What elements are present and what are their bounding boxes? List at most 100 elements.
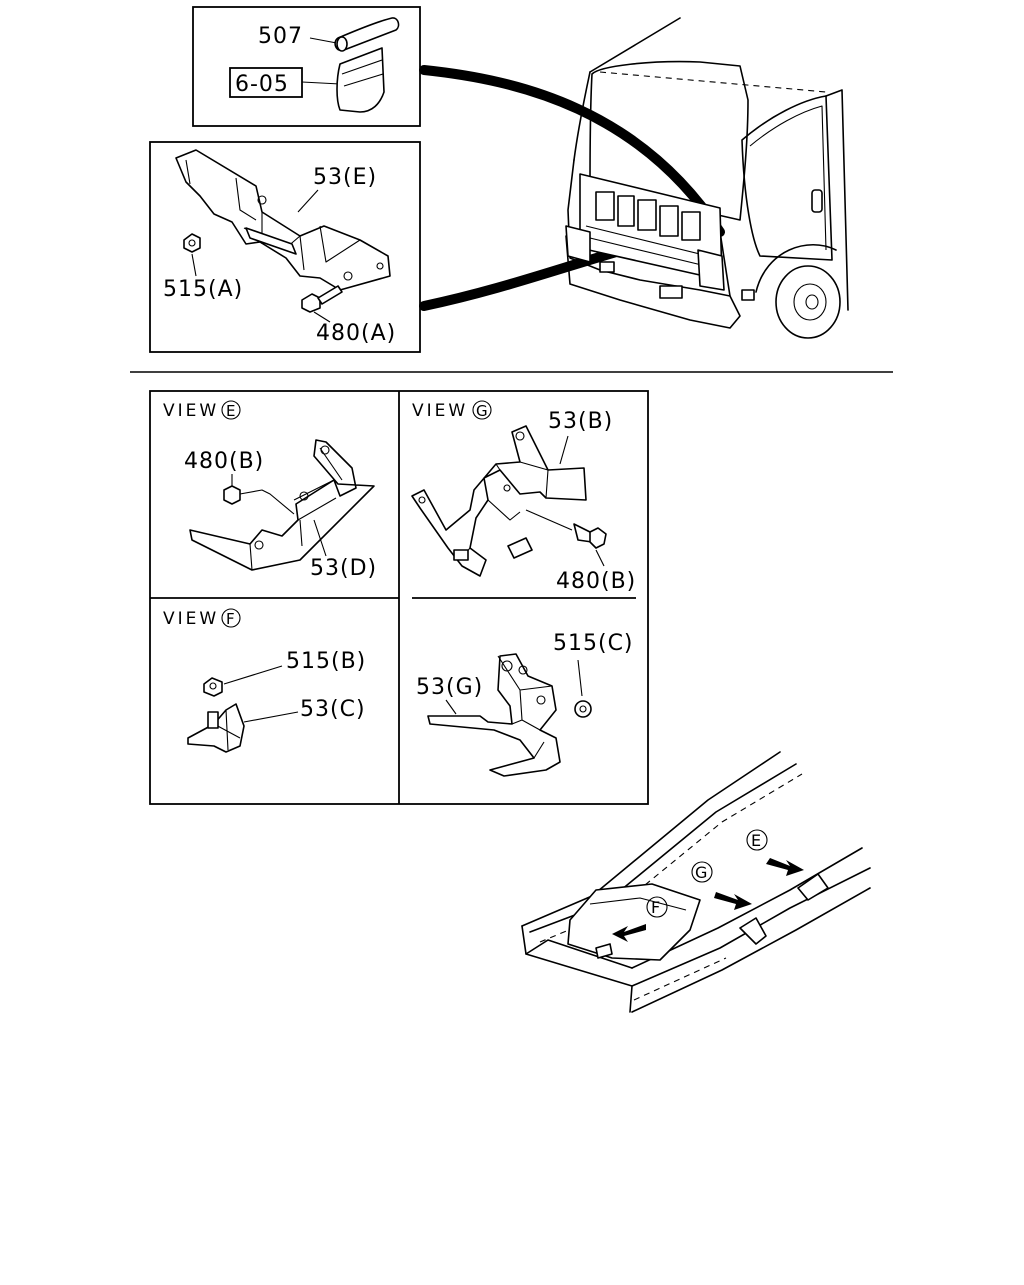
view-e-word: VIEW (163, 401, 219, 421)
inset-frame-bracket-e (149, 141, 421, 353)
frame-plate (567, 883, 701, 961)
nut-515b-hole (209, 682, 217, 690)
view-f-circle (221, 608, 241, 628)
callout-53b: 53(B) (548, 409, 613, 434)
frame-crossmember-top (525, 939, 633, 969)
callout-480a: 480(A) (316, 321, 396, 346)
bolt-480b-e-leader (239, 489, 295, 515)
bracket-53b-edges (459, 461, 549, 561)
front-wheel (775, 265, 841, 339)
view-g2-panel: 515(C) 53(G) (416, 631, 634, 777)
callout-480b-g: 480(B) (556, 569, 636, 594)
bracket-53d (189, 439, 375, 571)
lamp-small (599, 261, 615, 273)
callout-53g: 53(G) (416, 675, 483, 700)
stud-53b (507, 537, 533, 559)
frame-marker-g-circle (691, 861, 713, 883)
inset-box-hose: 507 6-05 (192, 6, 421, 127)
bracket-53g-edges (497, 655, 553, 759)
arrow-g (714, 892, 752, 910)
view-e-panel: VIEW E 480(B) 53(D) (163, 400, 377, 581)
bracket-53b-tab (453, 549, 469, 561)
bracket-53g (427, 653, 561, 777)
headlight-right (697, 249, 725, 291)
door-window-inner (749, 105, 827, 251)
bolt-480b-g-head (589, 527, 607, 549)
duct-part (336, 47, 385, 113)
nut-515c (574, 700, 592, 718)
view-e-letter: E (226, 402, 235, 420)
leader-53c (243, 711, 299, 723)
frame-rail-bottom-inner (631, 847, 863, 969)
leader-515c (577, 659, 583, 697)
view-g-letter: G (476, 402, 488, 420)
callout-53e: 53(E) (313, 165, 377, 190)
bracket-hole-1 (257, 195, 267, 205)
bolt-480a-head (301, 293, 321, 313)
view-f-word: VIEW (163, 609, 219, 629)
grille-bars (585, 225, 717, 269)
frame-front-left (521, 925, 633, 1013)
frame-marker-e: E (751, 831, 761, 850)
frame-marker-g: G (695, 863, 707, 882)
grille-part-3 (637, 199, 657, 231)
wheel-arch (755, 243, 837, 293)
callout-480b-e: 480(B) (184, 449, 264, 474)
frame-bracket-g (739, 917, 767, 945)
leader-53g (445, 699, 457, 715)
nut-515a-hole (188, 239, 196, 247)
frame-rail-bottom-outer (631, 887, 871, 1013)
bolt-480a-shank (317, 285, 343, 305)
bracket-53b-hole-1 (515, 431, 525, 441)
view-grid (149, 390, 649, 805)
headlight-left (565, 225, 591, 263)
frame-bracket-f (595, 943, 613, 959)
ref-605: 6-05 (235, 72, 289, 97)
callout-stroke-upper (419, 65, 725, 237)
grille-part-5 (681, 211, 701, 241)
arrow-e (766, 858, 804, 876)
inset-frame-hose (192, 6, 421, 127)
frame-bottom-hidden (633, 957, 727, 1001)
bracket-53d-edges (249, 447, 343, 571)
leader-515b (223, 665, 283, 685)
callout-507: 507 (258, 24, 303, 49)
bracket-53d-hole-2 (299, 491, 309, 501)
leader-605 (301, 81, 341, 85)
bracket-53b (411, 425, 587, 577)
callout-515b: 515(B) (286, 649, 366, 674)
callout-515a: 515(A) (163, 277, 243, 302)
duct-ribs (341, 59, 384, 87)
leader-480a (313, 311, 331, 323)
cab-door-window (741, 95, 833, 261)
leader-480b-g (595, 549, 605, 567)
callout-53d: 53(D) (310, 556, 377, 581)
view-e-circle (221, 400, 241, 420)
cab-roof-dash (599, 71, 827, 93)
view-f-letter: F (226, 610, 235, 628)
hose-end (336, 36, 348, 52)
inset-box-bracket-e: 53(E) 515(A) 480(A) (149, 141, 421, 353)
bracket-53b-hole-2 (503, 484, 511, 492)
callout-stroke-lower (419, 243, 635, 311)
wheel-center (805, 294, 819, 310)
side-marker (741, 289, 755, 301)
view-f-panel: VIEW F 515(B) 53(C) (163, 608, 366, 753)
bracket-53g-hole-3 (536, 695, 546, 705)
bracket-53b-hole-3 (418, 496, 426, 504)
bracket-53e-plate (245, 227, 297, 255)
callout-515c: 515(C) (553, 631, 634, 656)
frame-bracket-e (797, 873, 829, 901)
truck-cab (565, 17, 849, 339)
frame-rail-top-inner (529, 763, 797, 933)
leader-53e (297, 189, 319, 213)
chassis-frame: F G E (521, 751, 871, 1013)
view-g-panel: VIEW G 53(B) 480(B) (411, 400, 636, 594)
frame-marker-e-circle (746, 829, 768, 851)
frame-plate-edge (589, 897, 687, 911)
cab-rear-edge (825, 89, 849, 311)
bracket-hole-3 (376, 262, 384, 270)
wheel-hub (793, 283, 827, 321)
windshield (589, 60, 749, 221)
